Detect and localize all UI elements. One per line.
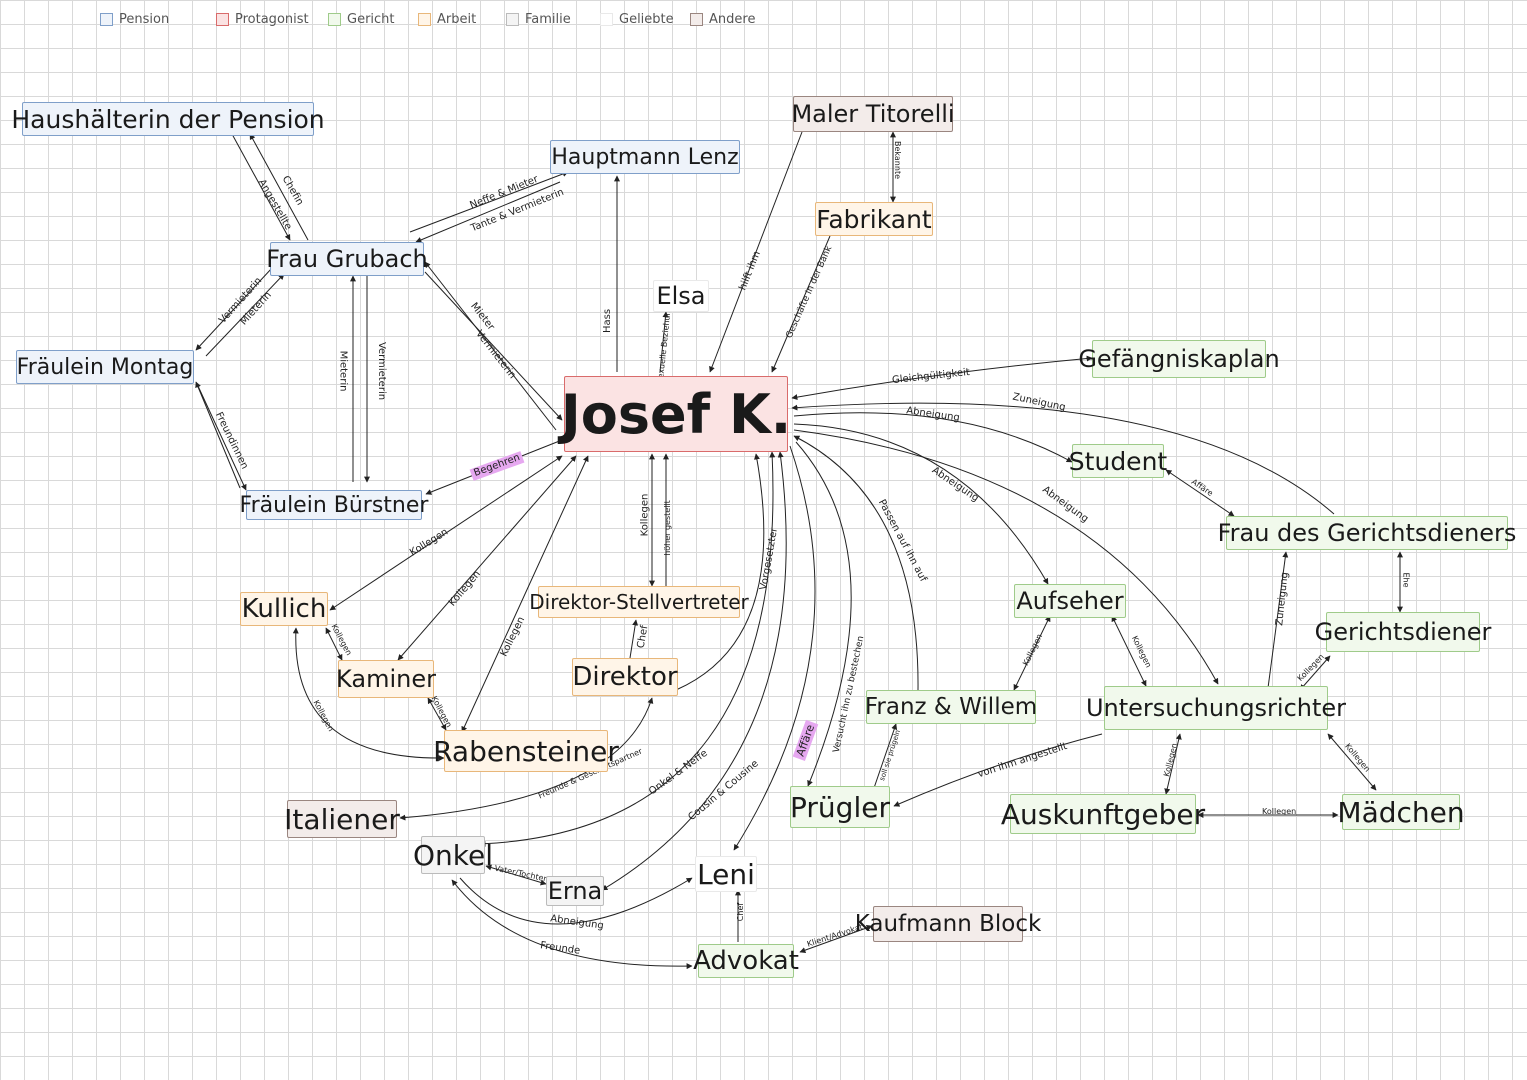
legend-swatch [690, 13, 703, 26]
edge-label: Hass [602, 308, 614, 334]
node-leni: Leni [695, 856, 757, 892]
edge-josef-kaminer [397, 455, 577, 661]
legend-item-andere: Andere [690, 12, 755, 27]
edge-josef-kaplan [791, 355, 1093, 401]
node-pruegler: Prügler [790, 786, 890, 828]
edge-label: Ehe [1401, 572, 1411, 588]
node-elsa: Elsa [653, 280, 709, 312]
edge-aufseher-fw [1013, 615, 1051, 691]
edge-montag-buerstner [197, 385, 247, 491]
edge-ur-ag [1164, 733, 1182, 795]
edge-label: Mieterin [337, 350, 349, 392]
node-buerstner: Fräulein Bürstner [240, 490, 428, 520]
legend-swatch [506, 13, 519, 26]
node-josef: Josef K. [561, 376, 791, 452]
edge-buerstner-montag [195, 381, 241, 489]
node-aufseher: Aufseher [1014, 584, 1126, 618]
edge-maler-josef [709, 131, 803, 373]
edge-josef-erna [601, 451, 787, 891]
edge-grubach-haushaelterin [249, 133, 309, 241]
legend-item-pension: Pension [100, 12, 169, 27]
edge-onkel-advokat [451, 879, 693, 970]
legend-label: Pension [119, 12, 170, 27]
node-italiener: Italiener [284, 800, 400, 838]
edge-ur-pruegler [893, 733, 1103, 807]
legend-label: Geliebte [619, 12, 674, 27]
legend-item-arbeit: Arbeit [418, 12, 476, 27]
edge-josef-ur [793, 429, 1219, 685]
edge-ur-gd [1299, 655, 1331, 691]
edge-label: Vermieterin [376, 341, 388, 401]
node-kaplan: Gefängniskaplan [1078, 340, 1280, 378]
node-kaminer: Kaminer [336, 660, 436, 698]
node-grubach: Frau Grubach [266, 242, 428, 276]
node-onkel: Onkel [413, 836, 493, 874]
edge-kaufmann-advokat [799, 925, 873, 953]
edge-hauptmann-grubach [415, 181, 561, 243]
node-untersuchungsrichter: Untersuchungsrichter [1086, 686, 1346, 730]
node-direktorstv: Direktor-Stellvertreter [529, 586, 749, 618]
node-maedchen: Mädchen [1337, 794, 1465, 830]
legend-item-familie: Familie [506, 12, 571, 27]
edge-ur-md [1327, 733, 1377, 791]
legend-swatch [418, 13, 431, 26]
edge-grubach-hauptmann [409, 171, 569, 233]
node-kullich: Kullich [240, 592, 328, 626]
node-advokat: Advokat [693, 944, 799, 978]
node-kaufmann: Kaufmann Block [855, 906, 1041, 942]
legend-swatch [600, 13, 613, 26]
legend-label: Protagonist [235, 12, 309, 27]
edge-label: Kollegen [639, 493, 651, 537]
edge-direktor-dstv [629, 619, 639, 659]
node-auskunftgeber: Auskunftgeber [1001, 794, 1205, 834]
edge-montag-grubach [205, 273, 285, 357]
node-franzwillem: Franz & Willem [865, 690, 1037, 724]
edge-josef-grubach [424, 261, 557, 431]
legend-label: Andere [709, 12, 756, 27]
legend-swatch [100, 13, 113, 26]
edge-student-fraugd [1165, 469, 1235, 517]
legend-item-gericht: Gericht [328, 12, 395, 27]
edge-haushaelterin-grubach [231, 133, 291, 241]
node-fraugd: Frau des Gerichtsdieners [1218, 516, 1516, 550]
legend-swatch [328, 13, 341, 26]
edge-pruegler-fw [873, 723, 898, 789]
node-hauptmann: Hauptmann Lenz [550, 140, 740, 174]
legend-item-protagonist: Protagonist [216, 12, 309, 27]
legend-item-geliebte: Geliebte [600, 12, 674, 27]
edge-fw-josef [793, 435, 919, 691]
node-montag: Fräulein Montag [16, 350, 194, 384]
edge-aufseher-ur [1111, 615, 1147, 687]
edge-josef-aufseher [793, 423, 1049, 585]
node-haushaelterin: Haushälterin der Pension [11, 102, 325, 136]
legend-swatch [216, 13, 229, 26]
node-student: Student [1069, 444, 1167, 478]
node-erna: Erna [546, 876, 604, 906]
edge-josef-elsa [659, 311, 669, 373]
edge-josef-student [793, 412, 1073, 463]
edge-grubach-montag [195, 267, 273, 351]
node-direktor: Direktor [572, 658, 678, 696]
edge-josef-pruegler [795, 441, 852, 787]
edge-grubach-josef [424, 271, 563, 421]
edge-label: höher gestellt [662, 500, 672, 556]
node-gerichtsdiener: Gerichtsdiener [1315, 612, 1491, 652]
edge-fraugd-josef [791, 402, 1335, 515]
node-maler: Maler Titorelli [791, 96, 955, 132]
edge-label: Bekannte [893, 140, 903, 180]
legend-label: Arbeit [437, 12, 477, 27]
legend-label: Gericht [347, 12, 395, 27]
edge-label: Chef [736, 902, 746, 922]
edge-ur-fraugd [1267, 551, 1289, 689]
legend-label: Familie [525, 12, 571, 27]
edge-label: Kollegen [1262, 807, 1297, 816]
node-rabensteiner: Rabensteiner [433, 730, 619, 772]
node-fabrikant: Fabrikant [815, 202, 933, 236]
edge-fabrikant-josef [771, 235, 831, 373]
